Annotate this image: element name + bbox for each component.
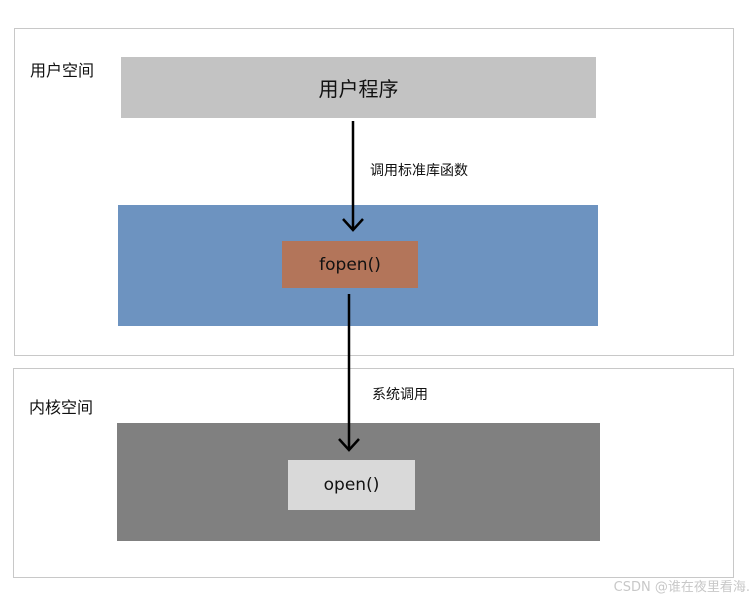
call-stdlib-label: 调用标准库函数 [370,163,468,179]
fopen-box: fopen() [282,241,418,288]
watermark: CSDN @谁在夜里看海. [613,580,750,595]
arrow-fopen-to-open [338,294,360,452]
user-program-box: 用户程序 [121,57,596,118]
syscall-label: 系统调用 [372,387,428,403]
open-box: open() [288,460,415,510]
kernel-space-label: 内核空间 [29,398,94,417]
open-label: open() [323,475,380,495]
user-space-label: 用户空间 [30,61,95,80]
arrow-program-to-fopen [342,121,364,232]
user-program-label: 用户程序 [318,77,399,101]
fopen-label: fopen() [319,254,381,275]
